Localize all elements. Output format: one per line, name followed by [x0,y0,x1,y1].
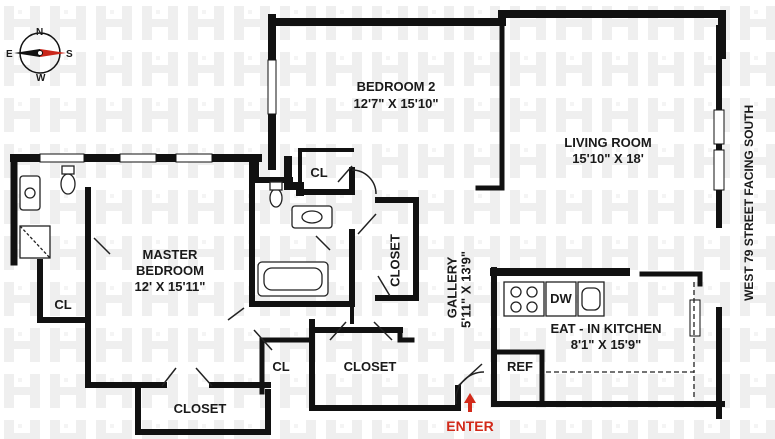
street-label: WEST 79 STREET FACING SOUTH [742,104,757,301]
closet-small-label: CL [272,359,290,374]
compass-south-label: S [66,49,73,60]
gallery-dims: 5'11" X 13'9" [458,250,474,329]
closet-vertical-label: CLOSET [387,234,403,287]
closet-bottom-label: CLOSET [173,401,227,416]
master-bedroom-name-line2: BEDROOM [136,263,204,278]
compass-west-label: E [6,49,13,60]
living-room-dims: 15'10" X 18' [572,151,644,166]
entry-label: ENTER [446,418,494,434]
closet-middle-label: CLOSET [343,359,397,374]
closet-top-label: CL [310,165,328,180]
compass-north-label: N [36,27,44,38]
kitchen-name: EAT - IN KITCHEN [550,321,662,336]
doors [93,165,485,405]
kitchen-dims: 8'1" X 15'9" [570,337,642,352]
windows [39,59,725,337]
compass-icon [14,32,66,74]
kitchen-fixtures [503,281,695,400]
master-bedroom-dims: 12' X 15'11" [134,279,206,294]
walls [10,10,726,435]
entry-arrow-icon [464,393,476,412]
living-room-name: LIVING ROOM [564,135,652,150]
master-bedroom-name-line1: MASTER [142,247,198,262]
bedroom2-name: BEDROOM 2 [356,79,436,94]
dishwasher-label: DW [550,291,572,306]
bath-fixtures [19,165,333,297]
compass-east-label: W [36,73,46,84]
refrigerator-label: REF [507,359,533,374]
bedroom2-dims: 12'7" X 15'10" [353,96,439,111]
closet-bath-label: CL [54,297,72,312]
